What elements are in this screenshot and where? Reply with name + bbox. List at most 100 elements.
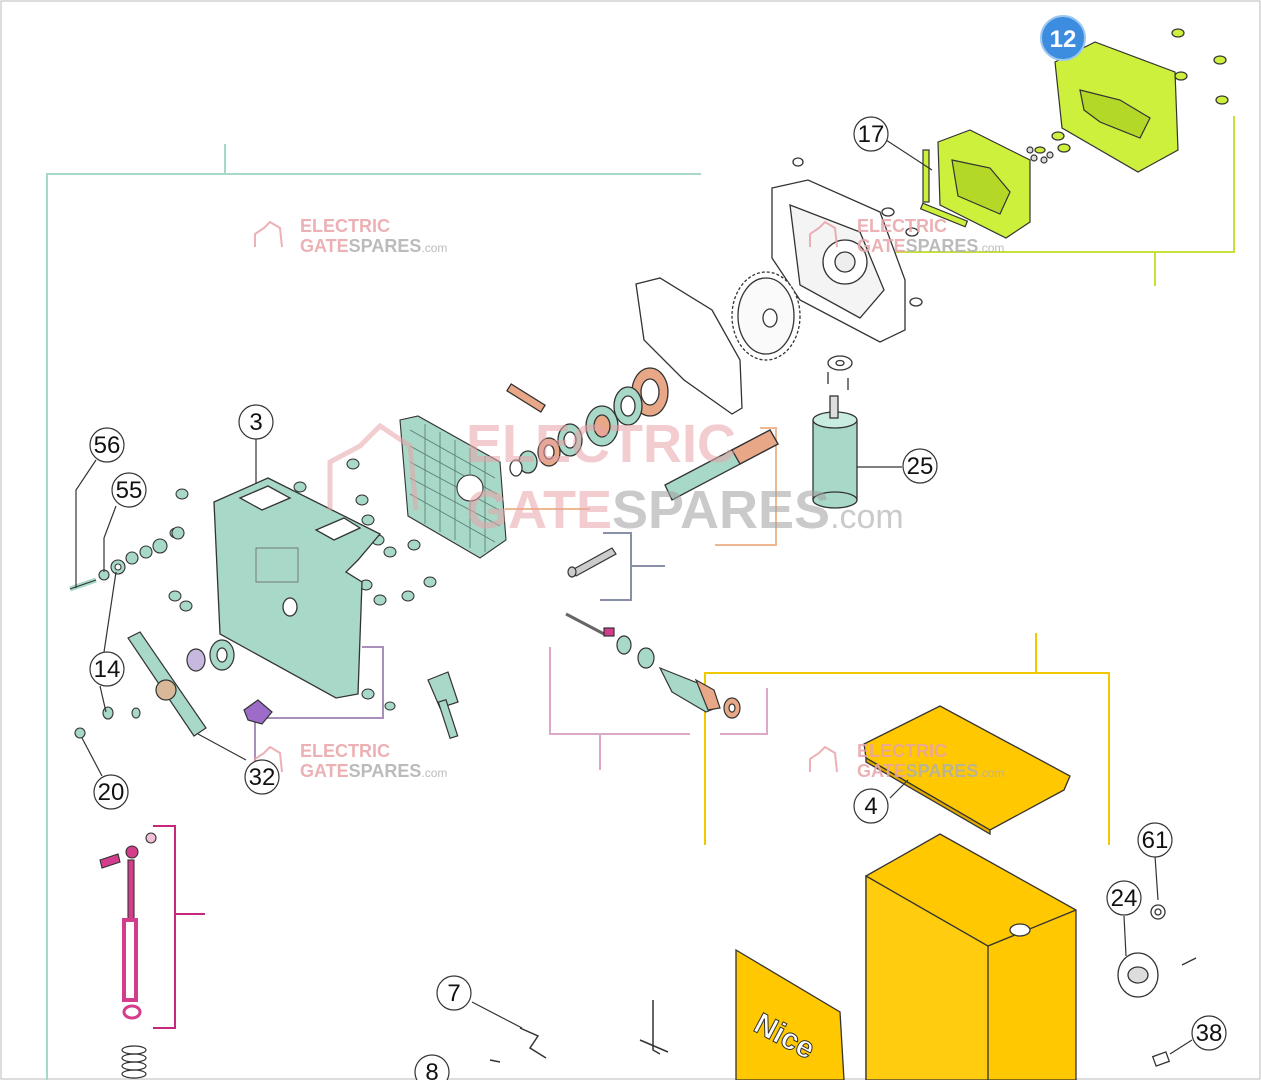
front-panel: Nice [735,948,845,1080]
watermark-small-1: ELECTRIC GATESPARES.com [254,216,447,256]
callout-8: 8 [414,1054,450,1080]
lever-arm-32 [127,631,273,737]
watermark-gate: GATE [857,761,906,781]
green-group-bracket [870,116,1235,253]
callout-7: 7 [436,975,472,1011]
green-gearbox-detail [951,159,1011,215]
grey-washers [1026,146,1054,164]
callout-24-label: 24 [1111,885,1138,912]
watermark-large-electric: ELECTRIC [466,414,736,474]
watermark-com: .com [978,766,1004,780]
watermark-line2: GATESPARES.com [300,236,447,256]
watermark-com: .com [421,241,447,255]
watermark-spares: SPARES [906,761,979,781]
watermark-electric: ELECTRIC [857,216,947,236]
callout-14: 14 [89,651,125,687]
callout-56: 56 [89,427,125,463]
watermark-large-spares: SPARES [612,480,830,540]
main-plate-3 [213,477,382,699]
watermark-line2: GATESPARES.com [300,761,447,781]
green-pin-17 [922,149,930,203]
slate-pin [567,547,617,578]
yellow-housing [865,833,1077,1080]
callout-56-label: 56 [94,432,121,459]
callout-14-label: 14 [94,656,121,683]
watermark-spares: SPARES [349,236,422,256]
callout-4: 4 [853,788,889,824]
coil-spring [121,1045,147,1079]
yellow-lid-4 [863,705,1071,836]
watermark-electric: ELECTRIC [300,216,390,236]
callout-20: 20 [93,774,129,810]
callout-leaders [75,139,1193,1055]
magenta-turnbuckle [99,832,157,1020]
pink-bracket-right [720,688,768,735]
watermark-line2: GATESPARES.com [857,236,1004,256]
watermark-com: .com [421,766,447,780]
green-screws [1034,28,1229,154]
bracket-7 [489,1000,669,1063]
watermark-electric: ELECTRIC [857,741,947,761]
watermark-large: ELECTRIC GATESPARES.com [327,414,904,540]
callout-25: 25 [902,448,938,484]
slate-group-bracket [600,532,632,601]
gasket [635,277,743,415]
callout-4-label: 4 [864,793,877,820]
callout-61: 61 [1137,822,1173,858]
callout-17-label: 17 [858,121,885,148]
callout-3: 3 [238,404,274,440]
bearing-stack [509,367,669,477]
gear-shaft [565,612,741,719]
copper-shaft [506,383,779,501]
watermark-spares: SPARES [906,236,979,256]
callout-38-label: 38 [1196,1020,1223,1047]
watermark-spares: SPARES [349,761,422,781]
purple-group-bracket [362,646,384,719]
washer-chain [69,526,185,739]
grid-plate [399,415,507,559]
motor-housing [771,157,923,343]
callout-55-label: 55 [116,477,143,504]
watermark-large-line2: GATESPARES.com [466,480,904,540]
watermark-small-2: ELECTRIC GATESPARES.com [809,216,1004,256]
green-cover-detail [1079,89,1151,139]
green-pin-angled [919,202,969,228]
callout-24: 24 [1106,880,1142,916]
callout-17: 17 [853,116,889,152]
green-housing-assembly [919,28,1229,239]
spring-pin [427,671,459,740]
watermark-com: .com [978,241,1004,255]
watermark-large-com: .com [830,498,904,536]
watermark-small-4: ELECTRIC GATESPARES.com [809,741,1004,781]
teal-group-bracket [46,173,701,1080]
watermark-gate: GATE [857,236,906,256]
callout-25-label: 25 [907,453,934,480]
callout-20-label: 20 [98,779,125,806]
watermark-line2: GATESPARES.com [857,761,1004,781]
watermark-large-gate: GATE [466,480,612,540]
badge-12: 12 [1040,15,1086,61]
callout-3-label: 3 [249,409,262,436]
yellow-group-bracket [704,672,1110,845]
large-gear [731,271,801,361]
group-brackets [46,116,1235,1080]
callout-61-label: 61 [1142,827,1169,854]
watermark-gate: GATE [300,236,349,256]
watermark-electric: ELECTRIC [300,741,390,761]
callout-32: 32 [244,759,280,795]
cap-24 [1117,904,1197,1067]
badge-number: 12 [1050,26,1077,53]
purple-bracket-part [243,699,273,725]
watermark-gate: GATE [300,761,349,781]
callout-7-label: 7 [447,980,460,1007]
callout-8-label: 8 [425,1059,438,1080]
magenta-group-bracket [153,825,176,1029]
pink-group-bracket [549,647,690,735]
watermark-small-3: ELECTRIC GATESPARES.com [254,741,447,781]
callout-55: 55 [111,472,147,508]
callout-32-label: 32 [249,764,276,791]
motor-25 [812,355,858,509]
orange-group-bracket [715,427,777,546]
